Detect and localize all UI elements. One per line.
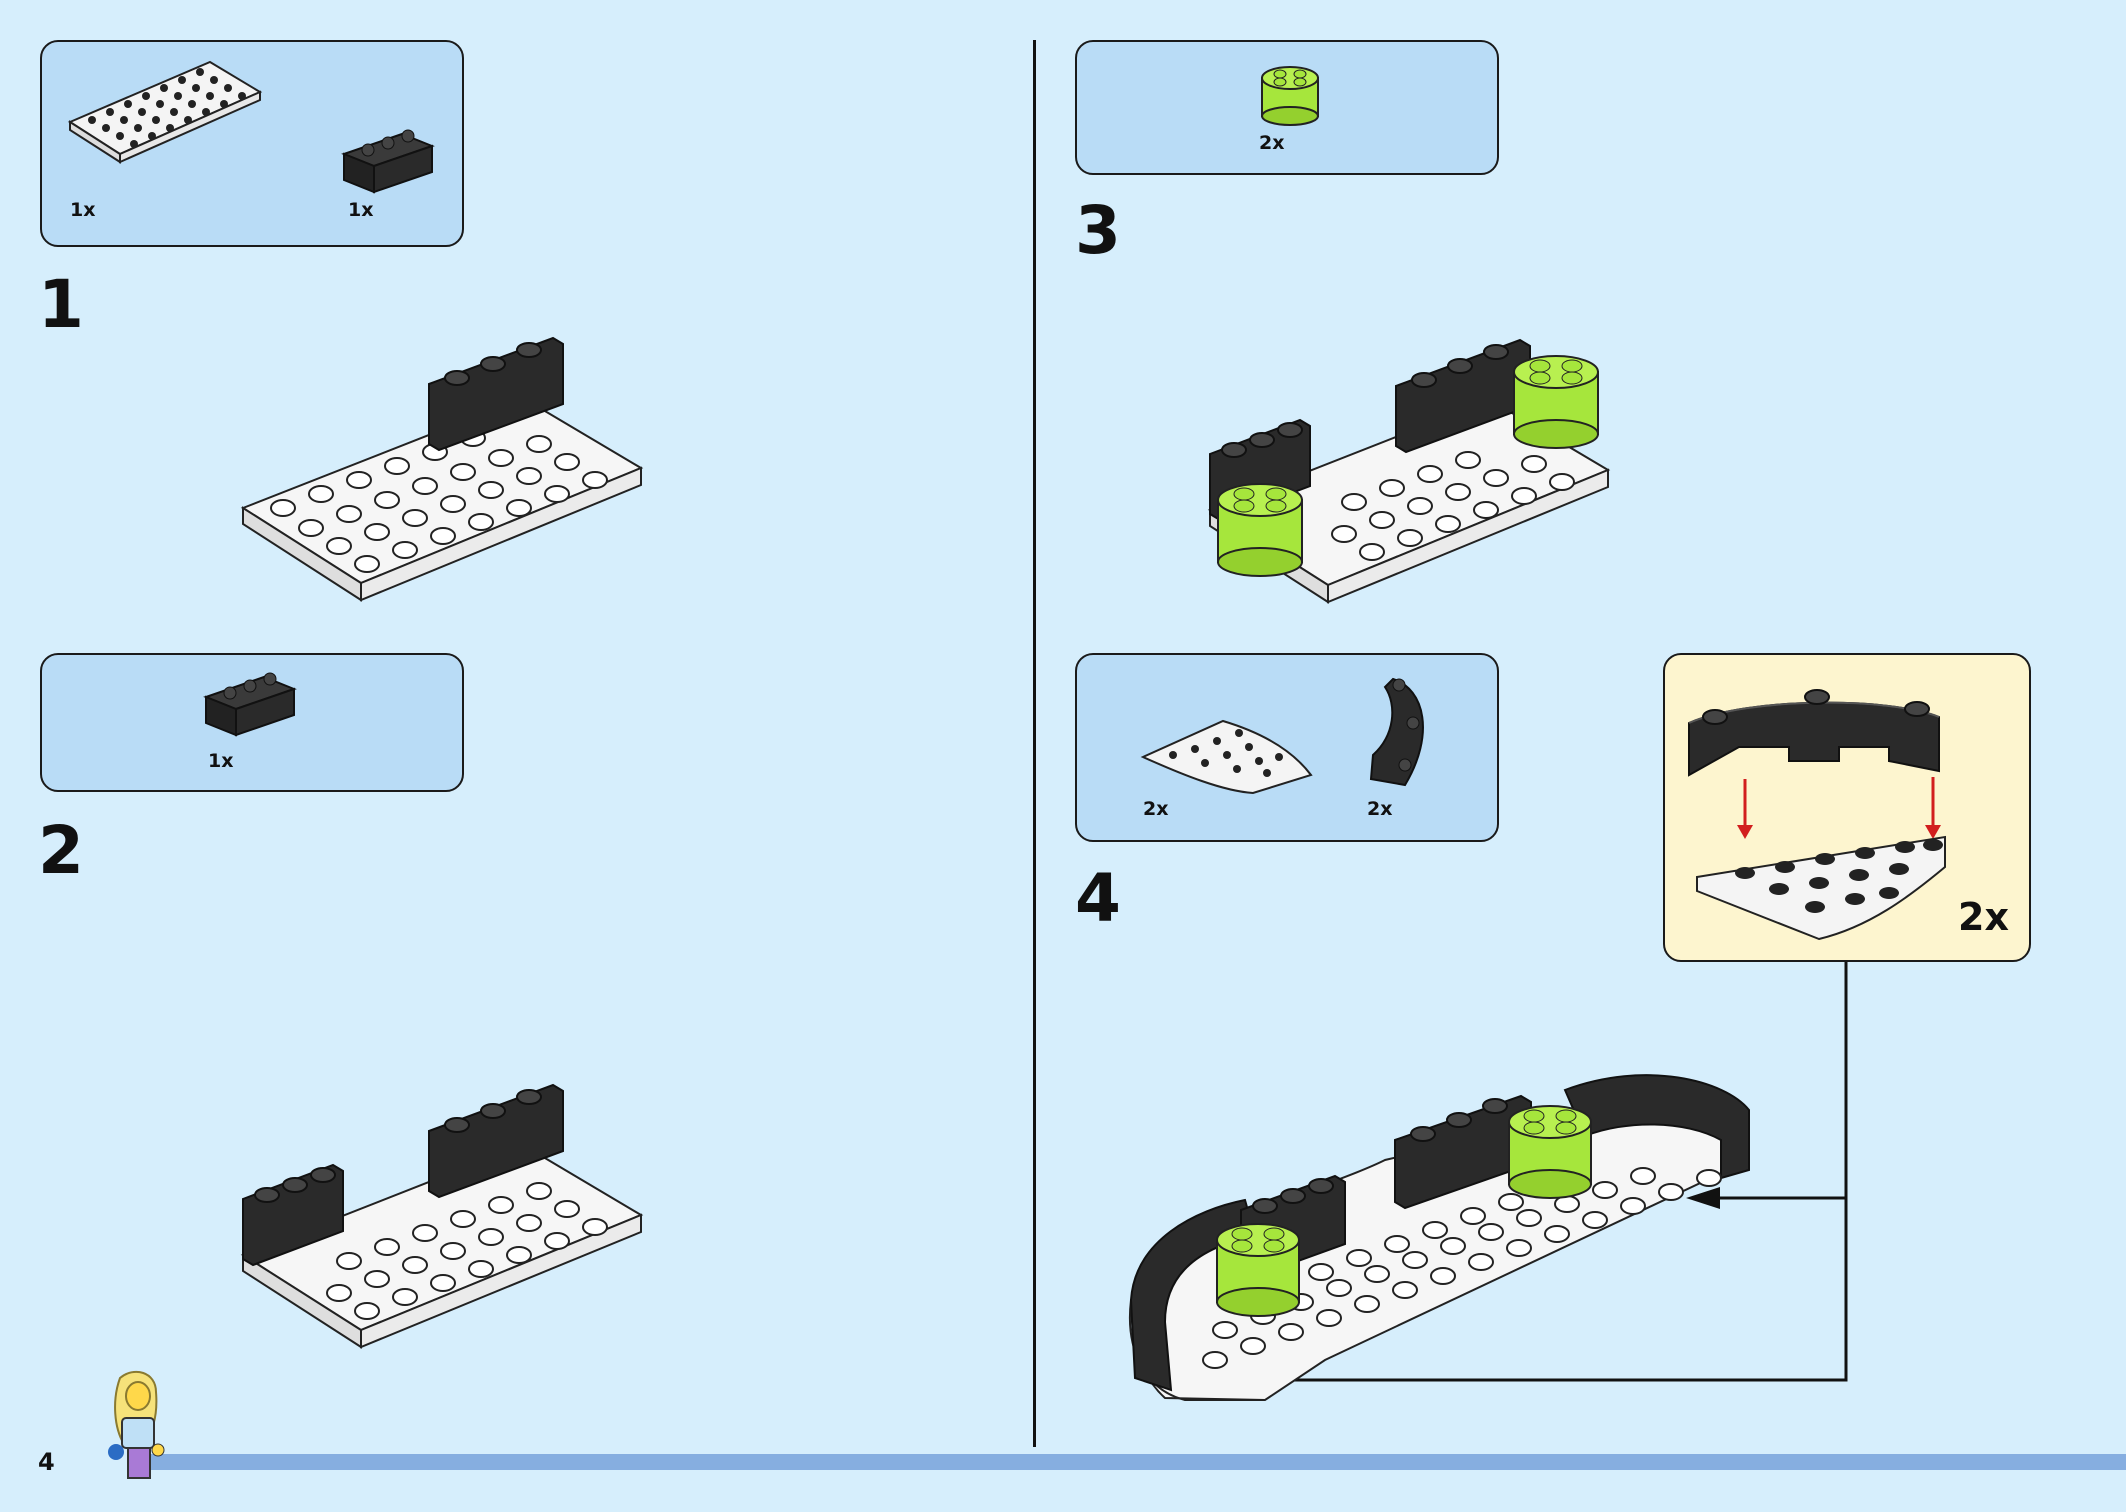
lime-round-brick xyxy=(1508,1105,1592,1199)
step-4-parts-callout: 2x 2x xyxy=(1075,653,1499,842)
page-number: 4 xyxy=(38,1448,55,1476)
step-1-build-model xyxy=(240,336,644,602)
lime-round-brick xyxy=(1217,483,1303,577)
step-2-build-model xyxy=(240,1083,644,1349)
black-brick-1x3-part xyxy=(341,129,435,194)
lime-round-brick xyxy=(1513,355,1599,449)
step-2-part-1-qty: 1x xyxy=(208,750,234,772)
lime-round-brick xyxy=(1216,1223,1300,1317)
page-divider xyxy=(1033,40,1036,1447)
step-3-number: 3 xyxy=(1075,192,1121,269)
step-4-part-2-qty: 2x xyxy=(1367,798,1393,820)
white-plate-4x8-part xyxy=(67,60,263,164)
step-2-parts-callout: 1x xyxy=(40,653,464,792)
step-4-part-1-qty: 2x xyxy=(1143,798,1169,820)
subassembly-qty: 2x xyxy=(1958,895,2009,939)
minifigure-mascot-icon xyxy=(108,1370,165,1479)
step-3-parts-callout: 2x xyxy=(1075,40,1499,175)
step-4-build-model xyxy=(1129,1074,1750,1402)
subassembly-illustration xyxy=(1688,689,1946,941)
step-4-number: 4 xyxy=(1075,860,1121,937)
black-brick-1x3-part xyxy=(203,672,297,737)
step-1-part-1-qty: 1x xyxy=(70,199,96,221)
black-curved-brick-part xyxy=(1369,677,1424,787)
step-1-number: 1 xyxy=(38,266,84,343)
step-2-number: 2 xyxy=(38,812,84,889)
step-3-build-model xyxy=(1207,338,1611,604)
step-4-subassembly-box: 2x xyxy=(1663,653,2031,962)
lime-round-brick-part xyxy=(1261,66,1319,126)
white-quarter-round-plate-part xyxy=(1140,719,1313,795)
step-3-part-1-qty: 2x xyxy=(1259,132,1285,154)
step-1-parts-callout: 1x 1x xyxy=(40,40,464,247)
step-1-part-2-qty: 1x xyxy=(348,199,374,221)
footer-bar xyxy=(140,1454,2126,1470)
